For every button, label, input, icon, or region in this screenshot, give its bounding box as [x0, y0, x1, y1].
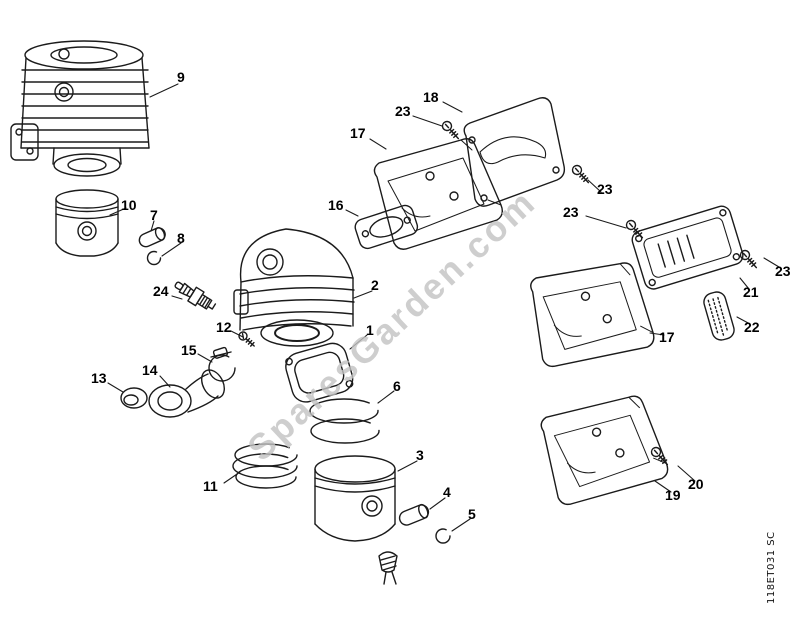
part-17-muffler-right-drawing [521, 252, 663, 378]
part-label-11: 11 [203, 478, 218, 494]
part-19-muffler-drawing [537, 392, 671, 509]
part-8-clip-drawing [146, 250, 162, 266]
part-2-cylinder-drawing [233, 228, 355, 347]
part-24-spark-plug-drawing [174, 281, 217, 310]
small-part-drawing [378, 551, 398, 585]
part-label-17-left: 17 [350, 125, 366, 141]
part-label-1: 1 [366, 322, 374, 338]
part-label-6: 6 [393, 378, 401, 394]
leader-lines [107, 83, 780, 532]
part-label-13: 13 [91, 370, 107, 386]
part-5-clip-drawing [435, 528, 451, 544]
part-23-screw-a-drawing [439, 118, 463, 143]
part-9-cylinder-drawing [10, 40, 150, 177]
part-label-2: 2 [371, 277, 379, 293]
part-6-rings-drawing [309, 398, 380, 444]
part-label-15: 15 [181, 342, 197, 358]
part-label-10: 10 [121, 197, 137, 213]
part-12-screw-drawing [238, 331, 255, 347]
part-17-muffler-left-drawing [373, 138, 504, 250]
part-16-gasket-drawing [354, 204, 419, 250]
part-label-23-c: 23 [563, 204, 579, 220]
part-7-pin-drawing [138, 227, 166, 248]
part-label-18: 18 [423, 89, 439, 105]
part-label-5: 5 [468, 506, 476, 522]
part-label-22: 22 [744, 319, 760, 335]
part-3-piston-drawing [314, 455, 396, 542]
part-22-screen-drawing [703, 291, 735, 341]
part-label-4: 4 [443, 484, 451, 500]
part-21-plate-drawing [631, 205, 744, 290]
part-label-24: 24 [153, 283, 169, 299]
part-11-ring-set-drawing [232, 443, 298, 489]
part-14-boot-drawing [148, 369, 225, 418]
part-label-9: 9 [177, 69, 185, 85]
part-label-17-right: 17 [659, 329, 675, 345]
part-13-sleeve-drawing [120, 387, 148, 409]
part-label-23-b: 23 [597, 181, 613, 197]
part-label-23-a: 23 [395, 103, 411, 119]
part-label-3: 3 [416, 447, 424, 463]
part-label-14: 14 [142, 362, 158, 378]
diagram-code: 118ET031 SC [766, 531, 777, 604]
part-label-21: 21 [743, 284, 759, 300]
part-1-gasket-drawing [285, 342, 354, 403]
part-18-shroud-drawing [463, 97, 566, 207]
part-label-20: 20 [688, 476, 704, 492]
part-label-7: 7 [150, 207, 158, 223]
part-label-23-d: 23 [775, 263, 791, 279]
part-4-pin-drawing [398, 503, 430, 526]
part-23-screw-b-drawing [569, 162, 593, 187]
part-label-16: 16 [328, 197, 344, 213]
part-label-12: 12 [216, 319, 232, 335]
part-label-8: 8 [177, 230, 185, 246]
part-label-19: 19 [665, 487, 681, 503]
part-10-piston-drawing [55, 189, 119, 257]
part-15-clamp-drawing [208, 346, 236, 382]
